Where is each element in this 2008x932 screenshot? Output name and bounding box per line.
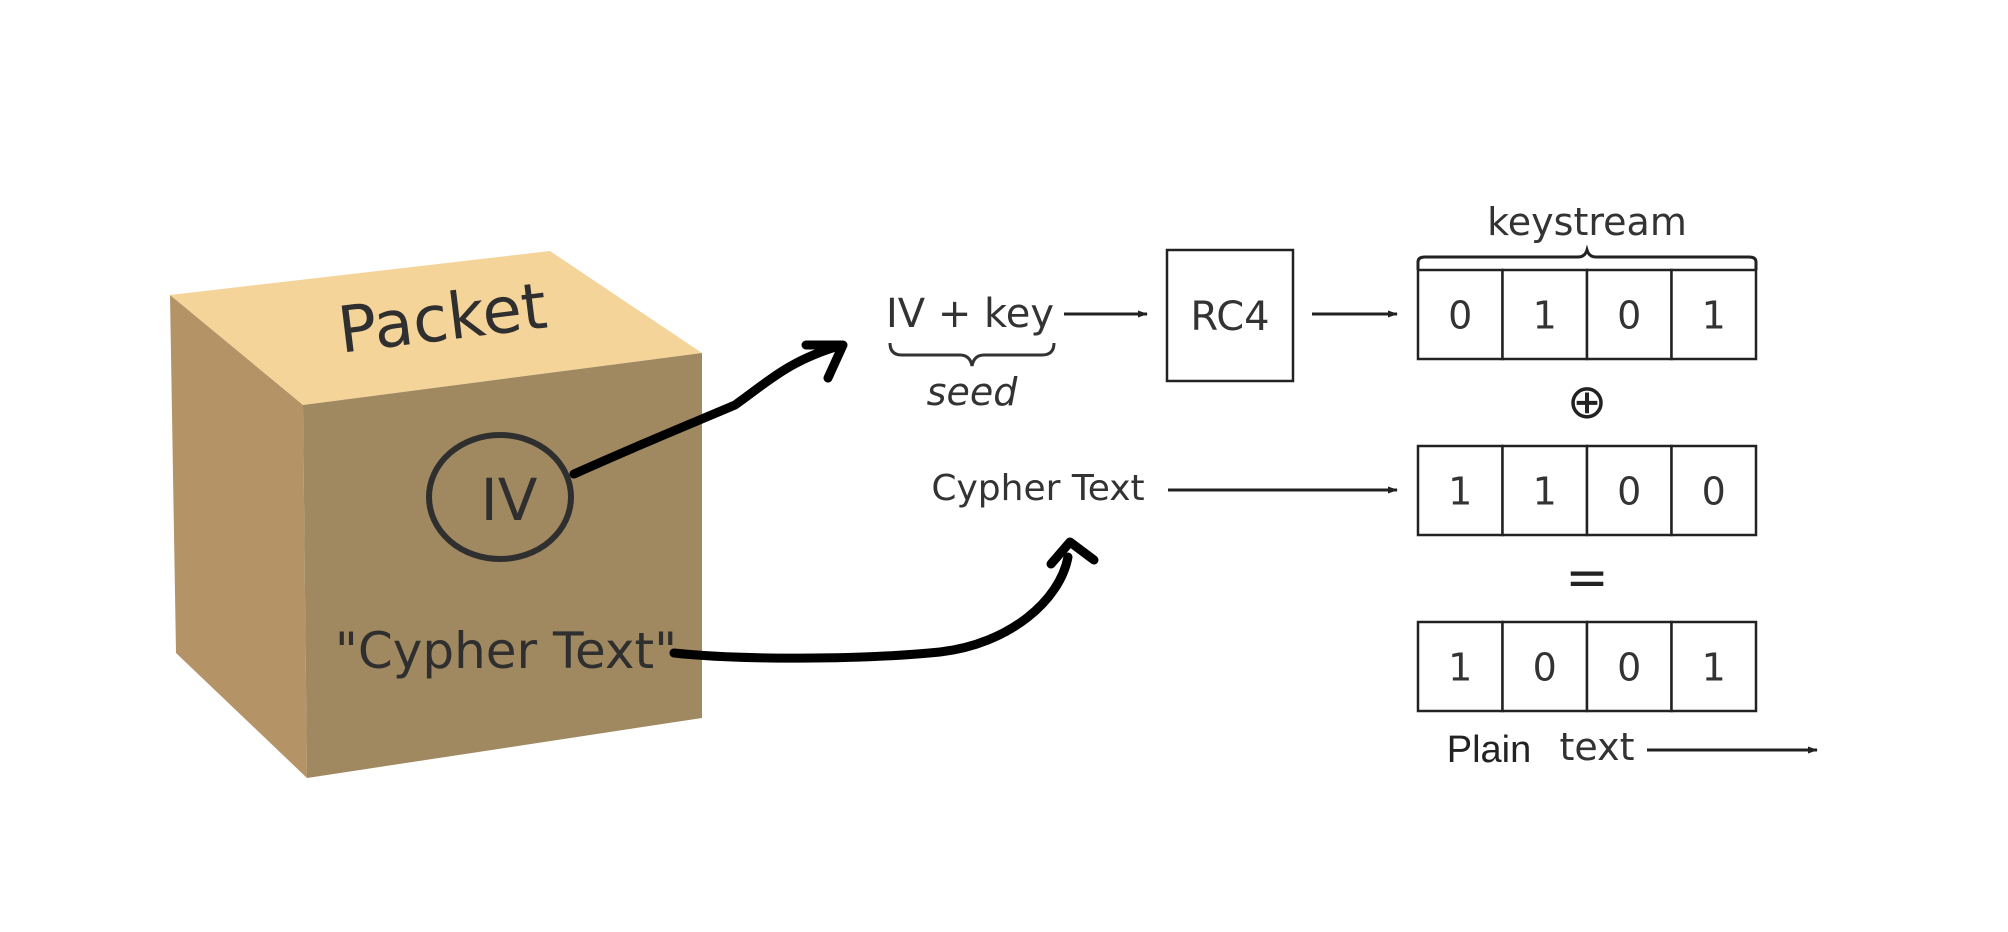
ciphertext-bit-cell [1416,444,1504,537]
ciphertext-bit-value: 0 [1617,470,1641,514]
plaintext-bit-value: 0 [1533,646,1557,690]
packet-cube-left-face [170,295,307,778]
ciphertext-bit-cell [1501,444,1589,537]
plaintext-bit-cell [1416,620,1504,713]
keystream-bit-value: 0 [1617,294,1641,338]
iv-label: IV [481,466,538,534]
seed-brace [888,342,1056,367]
seed-group: IV + key seed [886,291,1056,414]
equals-symbol: = [1565,548,1609,608]
iv-to-seed-arrowhead [801,340,848,383]
payload-to-ciphertext-arrowhead [1046,537,1099,569]
keystream-bit-value: 1 [1533,294,1557,338]
ciphertext-bit-cell [1585,444,1673,537]
keystream-bits-row: 0 1 0 1 [1416,268,1758,361]
keystream-bit-cell [1670,268,1758,361]
xor-symbol: ⊕ [1567,374,1607,430]
plaintext-bit-cell [1501,620,1589,713]
hand-drawn-connectors [569,340,1099,663]
keystream-brace [1416,244,1758,270]
seed-label: IV + key [886,291,1054,337]
plaintext-bit-value: 0 [1617,646,1641,690]
ciphertext-bit-value: 0 [1702,470,1726,514]
keystream-label: keystream [1487,200,1687,244]
ciphertext-bit-value: 1 [1533,470,1557,514]
ciphertext-bits-row: 1 1 0 0 [1416,444,1758,537]
ciphertext-bit-value: 1 [1448,470,1472,514]
keystream-bit-value: 1 [1702,294,1726,338]
seed-caption: seed [927,370,1019,414]
ciphertext-bit-cell [1670,444,1758,537]
plaintext-bits-row: 1 0 0 1 [1416,620,1758,713]
packet-cube: Packet IV "Cypher Text" [170,251,702,778]
ciphertext-label: Cypher Text [931,468,1144,509]
packet-cube-front-face [303,353,702,778]
plaintext-label-word1: Plain [1447,729,1532,771]
keystream-bit-value: 0 [1448,294,1472,338]
packet-payload-label: "Cypher Text" [335,622,677,680]
plaintext-bit-value: 1 [1702,646,1726,690]
rc4-box-outline [1165,248,1295,383]
iv-circle [426,432,574,562]
iv-to-seed-arrow [569,340,847,479]
keystream-group: keystream 0 1 0 1 [1416,200,1758,361]
plaintext-label-word2: text [1560,725,1635,769]
rc4-label: RC4 [1190,294,1269,340]
packet-cube-top-face [170,251,702,405]
plaintext-bit-cell [1585,620,1673,713]
plaintext-bit-value: 1 [1448,646,1472,690]
payload-to-ciphertext-arrow [669,552,1073,663]
plaintext-bit-cell [1670,620,1758,713]
keystream-bit-cell [1501,268,1589,361]
rc4-box: RC4 [1165,248,1295,383]
